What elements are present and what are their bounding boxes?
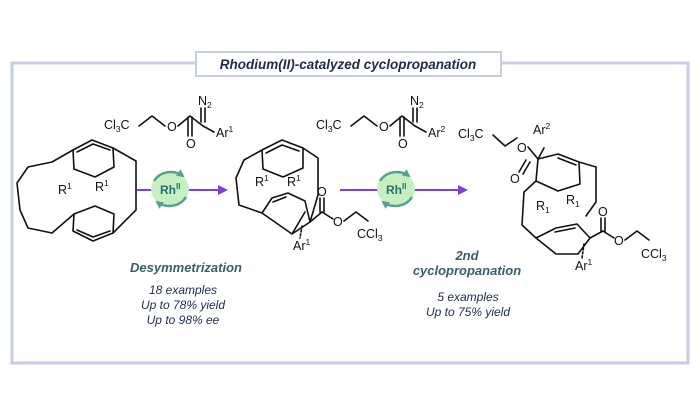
r1-label-prod-b: R1 (566, 193, 580, 209)
ar1-label-1: Ar1 (216, 124, 234, 140)
r1-label-left: R1 (58, 181, 72, 197)
step2-label-line-2: cyclopropanation (413, 263, 521, 278)
carbonyl-o-1: O (186, 137, 196, 151)
reaction-arrow-1: RhII (137, 169, 228, 209)
carbonyl-o-2: O (398, 137, 408, 151)
step1-line-3: Up to 98% ee (147, 313, 220, 327)
ccl3-label-prod: CCl3 (641, 247, 667, 263)
step2-line-2: Up to 75% yield (426, 305, 510, 319)
step1-label: Desymmetrization (130, 260, 242, 275)
ar2-label-reagent: Ar2 (428, 124, 446, 140)
final-product: Cl3C O O Ar2 R1 R1 O O CCl3 Ar1 (458, 121, 667, 273)
catalyst-rh-1: RhII (160, 182, 180, 197)
ar2-label-prod: Ar2 (533, 121, 551, 137)
intermediate-product: R1 R1 O O CCl3 Ar1 (235, 139, 383, 253)
r1-label-right: R1 (95, 178, 109, 194)
step1-line-2: Up to 78% yield (141, 298, 225, 312)
scheme-title: Rhodium(II)-catalyzed cyclopropanation (220, 57, 477, 72)
cl3c-label-prod: Cl3C (458, 127, 484, 143)
n2-label-2: N2 (410, 94, 424, 110)
catalyst-rh-2: RhII (386, 182, 406, 197)
cl3c-label-1: Cl3C (104, 118, 130, 134)
ar1-label-prod: Ar1 (575, 257, 593, 273)
ester-o-int: O (333, 215, 343, 229)
diazo-reagent-1: Cl3C O O N2 Ar1 (104, 94, 234, 151)
carbonyl-o-int: O (317, 185, 327, 199)
n2-label-1: N2 (198, 94, 212, 110)
step2-label-line-1: 2nd (454, 248, 479, 263)
title-box (195, 51, 502, 77)
ar1-label-int: Ar1 (293, 237, 311, 253)
r1-label-prod-a: R1 (536, 199, 550, 215)
ccl3-label-int: CCl3 (357, 227, 383, 243)
diazo-reagent-2: Cl3C O O N2 Ar2 (316, 94, 446, 151)
ester-o-prod-bottom: O (614, 234, 624, 248)
carbonyl-o-prod-top: O (510, 172, 520, 186)
r1-label-int-b: R1 (287, 173, 301, 189)
reaction-arrow-2: RhII (340, 169, 468, 209)
step1-line-1: 18 examples (149, 283, 217, 297)
r1-label-int-a: R1 (255, 173, 269, 189)
step2-line-1: 5 examples (437, 290, 498, 304)
ester-o-2: O (379, 120, 389, 134)
carbonyl-o-prod-bottom: O (598, 205, 608, 219)
cl3c-label-2: Cl3C (316, 118, 342, 134)
ester-o-prod-top: O (517, 141, 527, 155)
ester-o-1: O (167, 120, 177, 134)
starting-cyclophane: R1 R1 (16, 139, 137, 242)
